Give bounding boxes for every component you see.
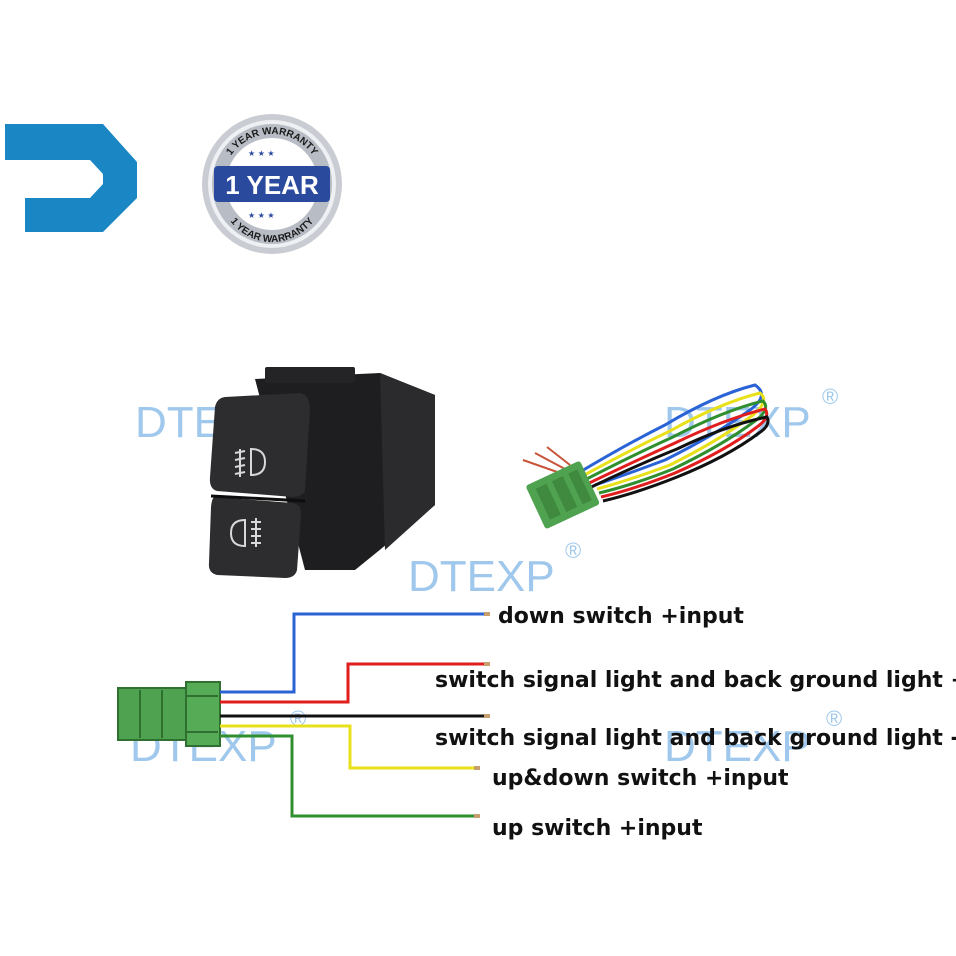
badge-center-text: 1 YEAR — [225, 170, 319, 200]
svg-text:★ ★ ★: ★ ★ ★ — [248, 149, 275, 158]
d-letter-logo-icon — [5, 124, 137, 232]
watermark-reg: ® — [826, 706, 843, 731]
wire-yellow — [220, 724, 476, 770]
warranty-seal-icon: ★ ★ ★ ★ ★ ★ 1 YEAR WARRANTY 1 YEAR WARRA… — [202, 114, 342, 254]
warranty-badge: ★ ★ ★ ★ ★ ★ 1 YEAR WARRANTY 1 YEAR WARRA… — [202, 114, 342, 254]
wire-green — [220, 734, 476, 818]
wire-label-up-switch: up switch +input — [492, 816, 703, 841]
wire-red — [220, 662, 486, 704]
watermark: DTEXP — [408, 552, 555, 601]
wire-label-light-negative: switch signal light and back ground ligh… — [435, 726, 956, 751]
watermark: DTEXP — [664, 722, 811, 771]
wire-blue — [220, 612, 486, 694]
wire-harness-icon — [522, 383, 770, 503]
fog-light-switch — [208, 367, 435, 578]
wire-label-light-positive: switch signal light and back ground ligh… — [435, 668, 956, 693]
svg-text:★ ★ ★: ★ ★ ★ — [248, 211, 275, 220]
harness-connector — [526, 461, 600, 529]
wire-harness — [522, 383, 770, 529]
wire-label-down-switch: down switch +input — [498, 604, 744, 629]
brand-logo — [5, 124, 137, 232]
wire-label-updown-switch: up&down switch +input — [492, 766, 789, 791]
watermark-reg: ® — [822, 384, 839, 409]
watermark-reg: ® — [565, 538, 582, 563]
diagram-connector — [117, 681, 221, 747]
fog-light-switch-icon — [208, 367, 435, 578]
